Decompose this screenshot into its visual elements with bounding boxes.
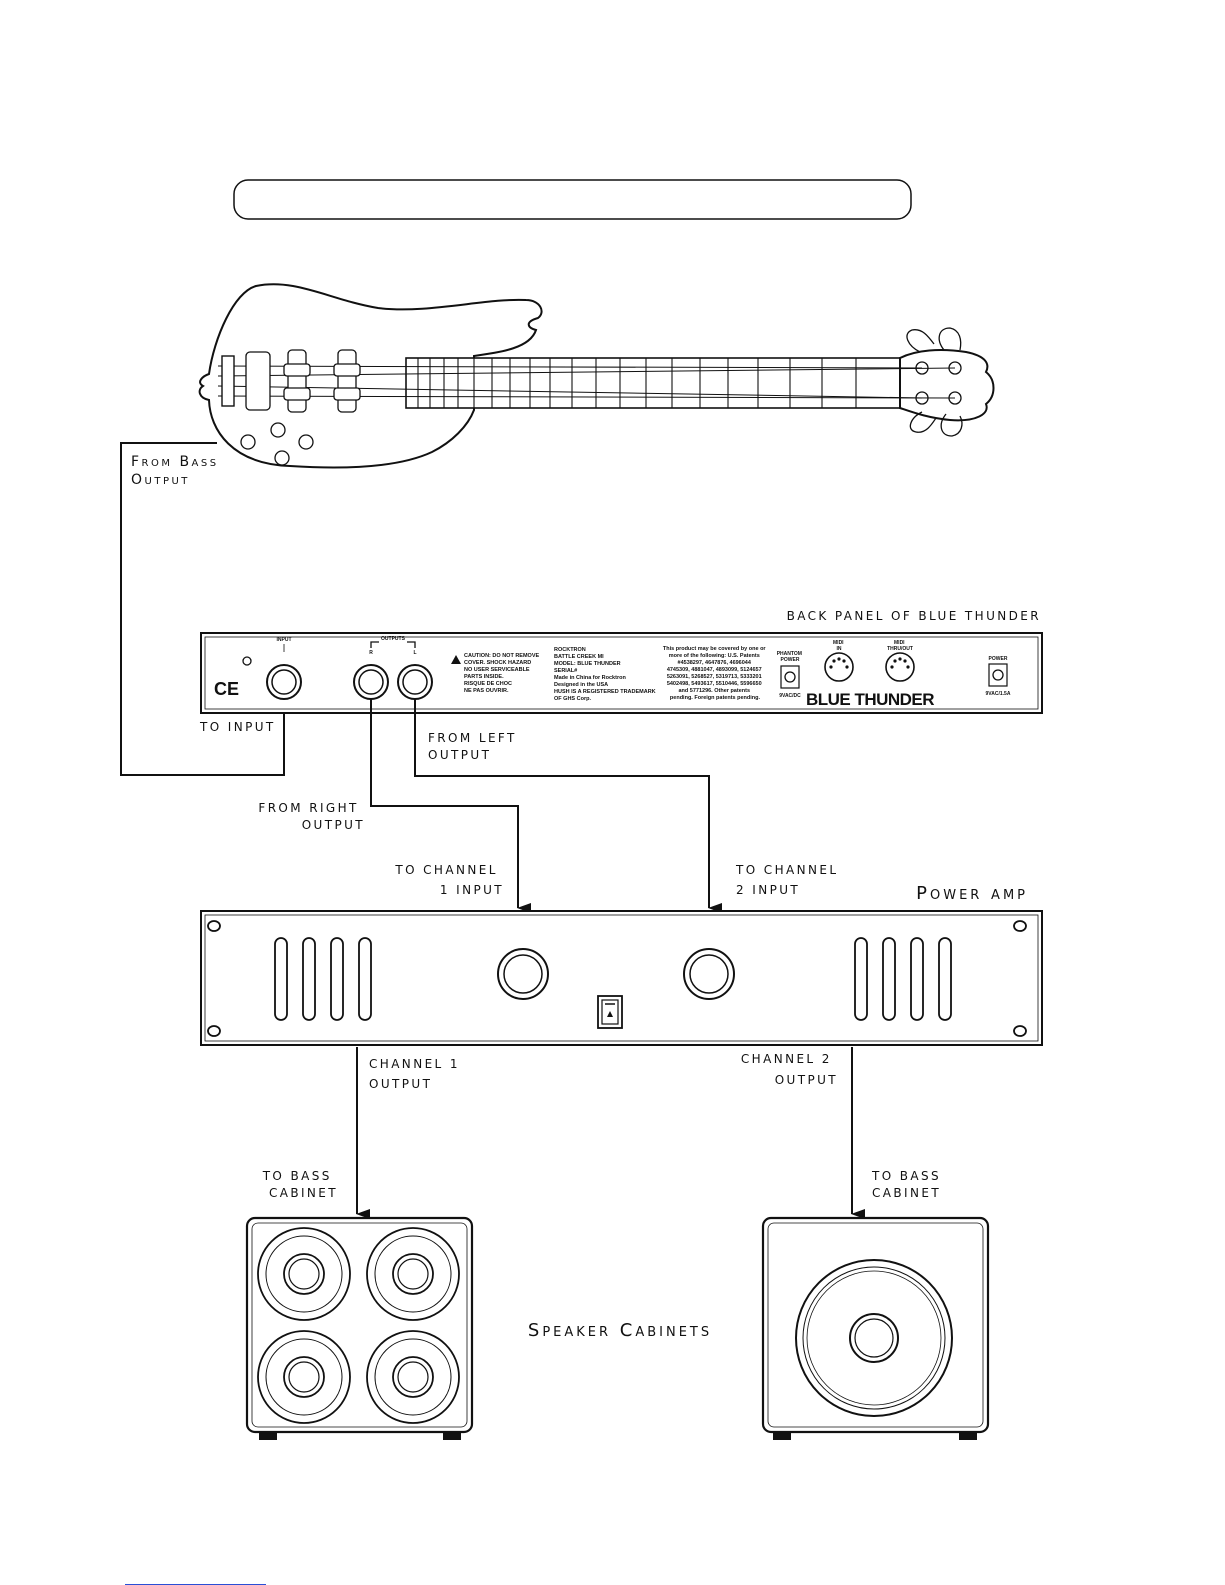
ce-mark: CE bbox=[214, 679, 239, 699]
title-box bbox=[233, 179, 912, 220]
caution-text: CAUTION: DO NOT REMOVE COVER. SHOCK HAZA… bbox=[464, 653, 541, 694]
phantom-power-label: PHANTOM POWER bbox=[777, 651, 804, 663]
output-r-jack-icon bbox=[353, 664, 389, 700]
power-amp bbox=[200, 910, 1043, 1046]
output-l-jack-icon bbox=[397, 664, 433, 700]
power-switch-icon bbox=[597, 995, 623, 1029]
gain-knob-1-icon bbox=[497, 948, 549, 1000]
blue-thunder-logo: BLUE THUNDER bbox=[806, 690, 934, 709]
input-jack-icon bbox=[266, 664, 302, 700]
speaker-cabinets-label: Speaker Cabinets bbox=[528, 1320, 712, 1341]
phantom-power-jack-icon bbox=[780, 665, 800, 689]
left-output-cable bbox=[414, 699, 722, 913]
output-l-label: L bbox=[413, 650, 416, 656]
rack-screw-icon bbox=[207, 920, 1027, 1037]
speaker-cone-icon bbox=[366, 1330, 460, 1424]
input-jack-label: INPUT bbox=[277, 637, 292, 643]
power-jack-icon bbox=[988, 663, 1008, 687]
to-bass-cabinet-left-label: TO BASS CABINET bbox=[262, 1169, 338, 1200]
gain-knob-2-icon bbox=[683, 948, 735, 1000]
speaker-cone-icon bbox=[366, 1227, 460, 1321]
vent-slots-right bbox=[854, 937, 952, 1021]
patent-text: This product may be covered by one or mo… bbox=[663, 646, 767, 701]
back-panel: CE INPUT OUTPUTS R L CAUTION: DO NOT REM… bbox=[200, 632, 1043, 714]
to-channel-2-input-label: TO CHANNEL 2 INPUT bbox=[735, 863, 845, 897]
channel-1-output-label: CHANNEL 1 OUTPUT bbox=[369, 1057, 466, 1091]
to-input-label: TO INPUT bbox=[199, 720, 276, 734]
power-label: POWER bbox=[989, 656, 1008, 662]
speaker-cone-icon bbox=[795, 1259, 953, 1417]
speaker-cone-icon bbox=[257, 1330, 351, 1424]
speaker-cabinet-4x10 bbox=[245, 1216, 474, 1440]
outputs-label: OUTPUTS bbox=[381, 636, 406, 642]
from-bass-output-label: From Bass Output bbox=[131, 454, 226, 488]
warning-icon bbox=[451, 655, 461, 664]
led-icon bbox=[242, 656, 252, 666]
maker-text: ROCKTRON BATTLE CREEK MI MODEL: BLUE THU… bbox=[554, 647, 657, 702]
bass-to-input-cable bbox=[120, 442, 285, 776]
back-panel-title: BACK PANEL OF BLUE THUNDER bbox=[787, 609, 1041, 623]
phantom-power-spec: 9VAC/DC bbox=[779, 693, 801, 699]
from-right-output-label: FROM RIGHT OUTPUT bbox=[258, 801, 365, 832]
midi-in-label: MIDI IN bbox=[833, 640, 845, 652]
vent-slots-left bbox=[274, 937, 372, 1021]
channel-2-output-label: CHANNEL 2 OUTPUT bbox=[741, 1052, 838, 1087]
output-r-label: R bbox=[369, 650, 373, 656]
power-spec: 9VAC/1.5A bbox=[986, 691, 1011, 697]
speaker-cabinet-1x15 bbox=[761, 1216, 990, 1440]
midi-thru-port-icon bbox=[885, 652, 915, 682]
speaker-cone-icon bbox=[257, 1227, 351, 1321]
bass-guitar-icon bbox=[198, 283, 995, 469]
midi-thru-label: MIDI THRU/OUT bbox=[887, 640, 913, 652]
to-bass-cabinet-right-label: TO BASS CABINET bbox=[871, 1169, 947, 1200]
midi-in-port-icon bbox=[824, 652, 854, 682]
to-channel-1-input-label: TO CHANNEL 1 INPUT bbox=[394, 863, 504, 897]
from-left-output-label: FROM LEFT OUTPUT bbox=[428, 731, 523, 762]
power-amp-label: Power amp bbox=[916, 883, 1028, 904]
right-output-cable bbox=[370, 699, 531, 913]
